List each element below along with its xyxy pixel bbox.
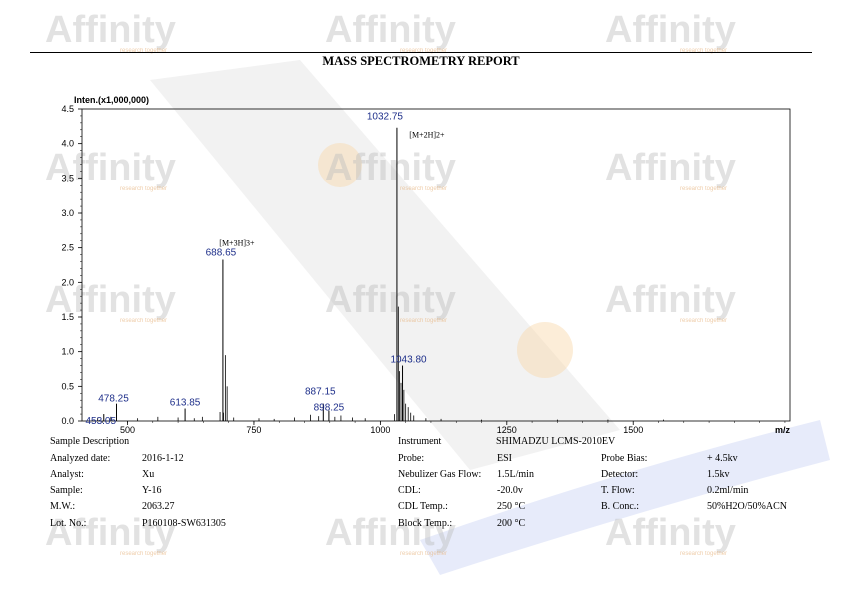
sample-field-label: Analyst:	[50, 469, 84, 480]
x-tick-label: 750	[246, 425, 261, 435]
peak-label: 478.25	[98, 394, 129, 405]
y-tick-label: 3.5	[61, 173, 74, 183]
instrument-field-value: 200 °C	[497, 518, 526, 529]
instrument-field-label: B. Conc.:	[601, 501, 640, 512]
sample-field-value: P160108-SW631305	[142, 518, 226, 529]
instrument-field-value: + 4.5kv	[707, 453, 738, 464]
sample-field-label: Analyzed date:	[50, 453, 111, 464]
peak-label: 613.85	[170, 398, 201, 409]
instrument-field-value: 1.5L/min	[497, 469, 534, 480]
y-axis-label: Inten.(x1,000,000)	[74, 95, 149, 105]
peak-label: 898.25	[314, 403, 345, 414]
sample-field-label: Sample:	[50, 485, 83, 496]
y-tick-label: 1.5	[61, 312, 74, 322]
instrument-field-value: 1.5kv	[707, 469, 730, 480]
plot-frame	[81, 108, 791, 422]
instrument-field-label: Detector:	[601, 469, 639, 480]
sample-field-label: M.W.:	[50, 501, 76, 512]
sample-field-label: Lot. No.:	[50, 518, 87, 529]
sample-field-value: Y-16	[142, 485, 162, 496]
sample-field-value: Xu	[142, 469, 155, 480]
y-tick-label: 2.5	[61, 243, 74, 253]
instrument-field-label: Probe Bias:	[601, 453, 648, 464]
peak-label: 688.65	[206, 247, 237, 258]
peak-label: 1043.80	[390, 355, 427, 366]
top-rule	[30, 52, 812, 53]
chart-axes: 0.0 0.5 1.0 1.5 2.0 2.5 3.0 3.5 4.0 4.5 500 750 1000…	[61, 95, 790, 435]
instrument-field-label: Block Temp.:	[398, 518, 453, 529]
peak-label: 453.05	[85, 416, 116, 427]
instrument-name: SHIMADZU LCMS-2010EV	[496, 436, 616, 447]
instrument-field-label: CDL Temp.:	[398, 501, 448, 512]
instrument-field-value: -20.0v	[497, 485, 523, 496]
peak-annotation: [M+3H]3+	[219, 238, 255, 247]
x-tick-label: 1500	[623, 425, 643, 435]
sample-field-value: 2016-1-12	[142, 453, 184, 464]
sample-section-title: Sample Description	[50, 436, 130, 447]
chart-labels: 453.05 478.25 613.85 688.65 887.15 898.25 1032…	[85, 112, 445, 427]
peak-label: 1032.75	[367, 112, 404, 123]
y-tick-label: 4.5	[61, 104, 74, 114]
y-tick-label: 0.0	[61, 416, 74, 426]
y-tick-label: 3.0	[61, 208, 74, 218]
x-tick-label: 1000	[370, 425, 390, 435]
instrument-field-value: 250 °C	[497, 501, 526, 512]
instrument-field-value: ESI	[497, 453, 512, 464]
instrument-field-value: 0.2ml/min	[707, 485, 749, 496]
y-tick-label: 0.5	[61, 381, 74, 391]
sample-field-value: 2063.27	[142, 501, 175, 512]
report-title: MASS SPECTROMETRY REPORT	[322, 54, 520, 68]
instrument-field-label: Nebulizer Gas Flow:	[398, 469, 482, 480]
y-tick-label: 1.0	[61, 347, 74, 357]
instrument-label: Instrument	[398, 436, 442, 447]
x-axis-label: m/z	[775, 425, 791, 435]
instrument-field-label: CDL:	[398, 485, 421, 496]
instrument-field-label: T. Flow:	[601, 485, 635, 496]
y-tick-label: 4.0	[61, 139, 74, 149]
chart-peaks	[97, 127, 664, 421]
instrument-field-label: Probe:	[398, 453, 425, 464]
peak-label: 887.15	[305, 387, 336, 398]
x-tick-label: 500	[120, 425, 135, 435]
x-tick-label: 1250	[497, 425, 517, 435]
instrument-field-value: 50%H2O/50%ACN	[707, 501, 787, 512]
y-tick-label: 2.0	[61, 277, 74, 287]
peak-annotation: [M+2H]2+	[409, 131, 445, 140]
